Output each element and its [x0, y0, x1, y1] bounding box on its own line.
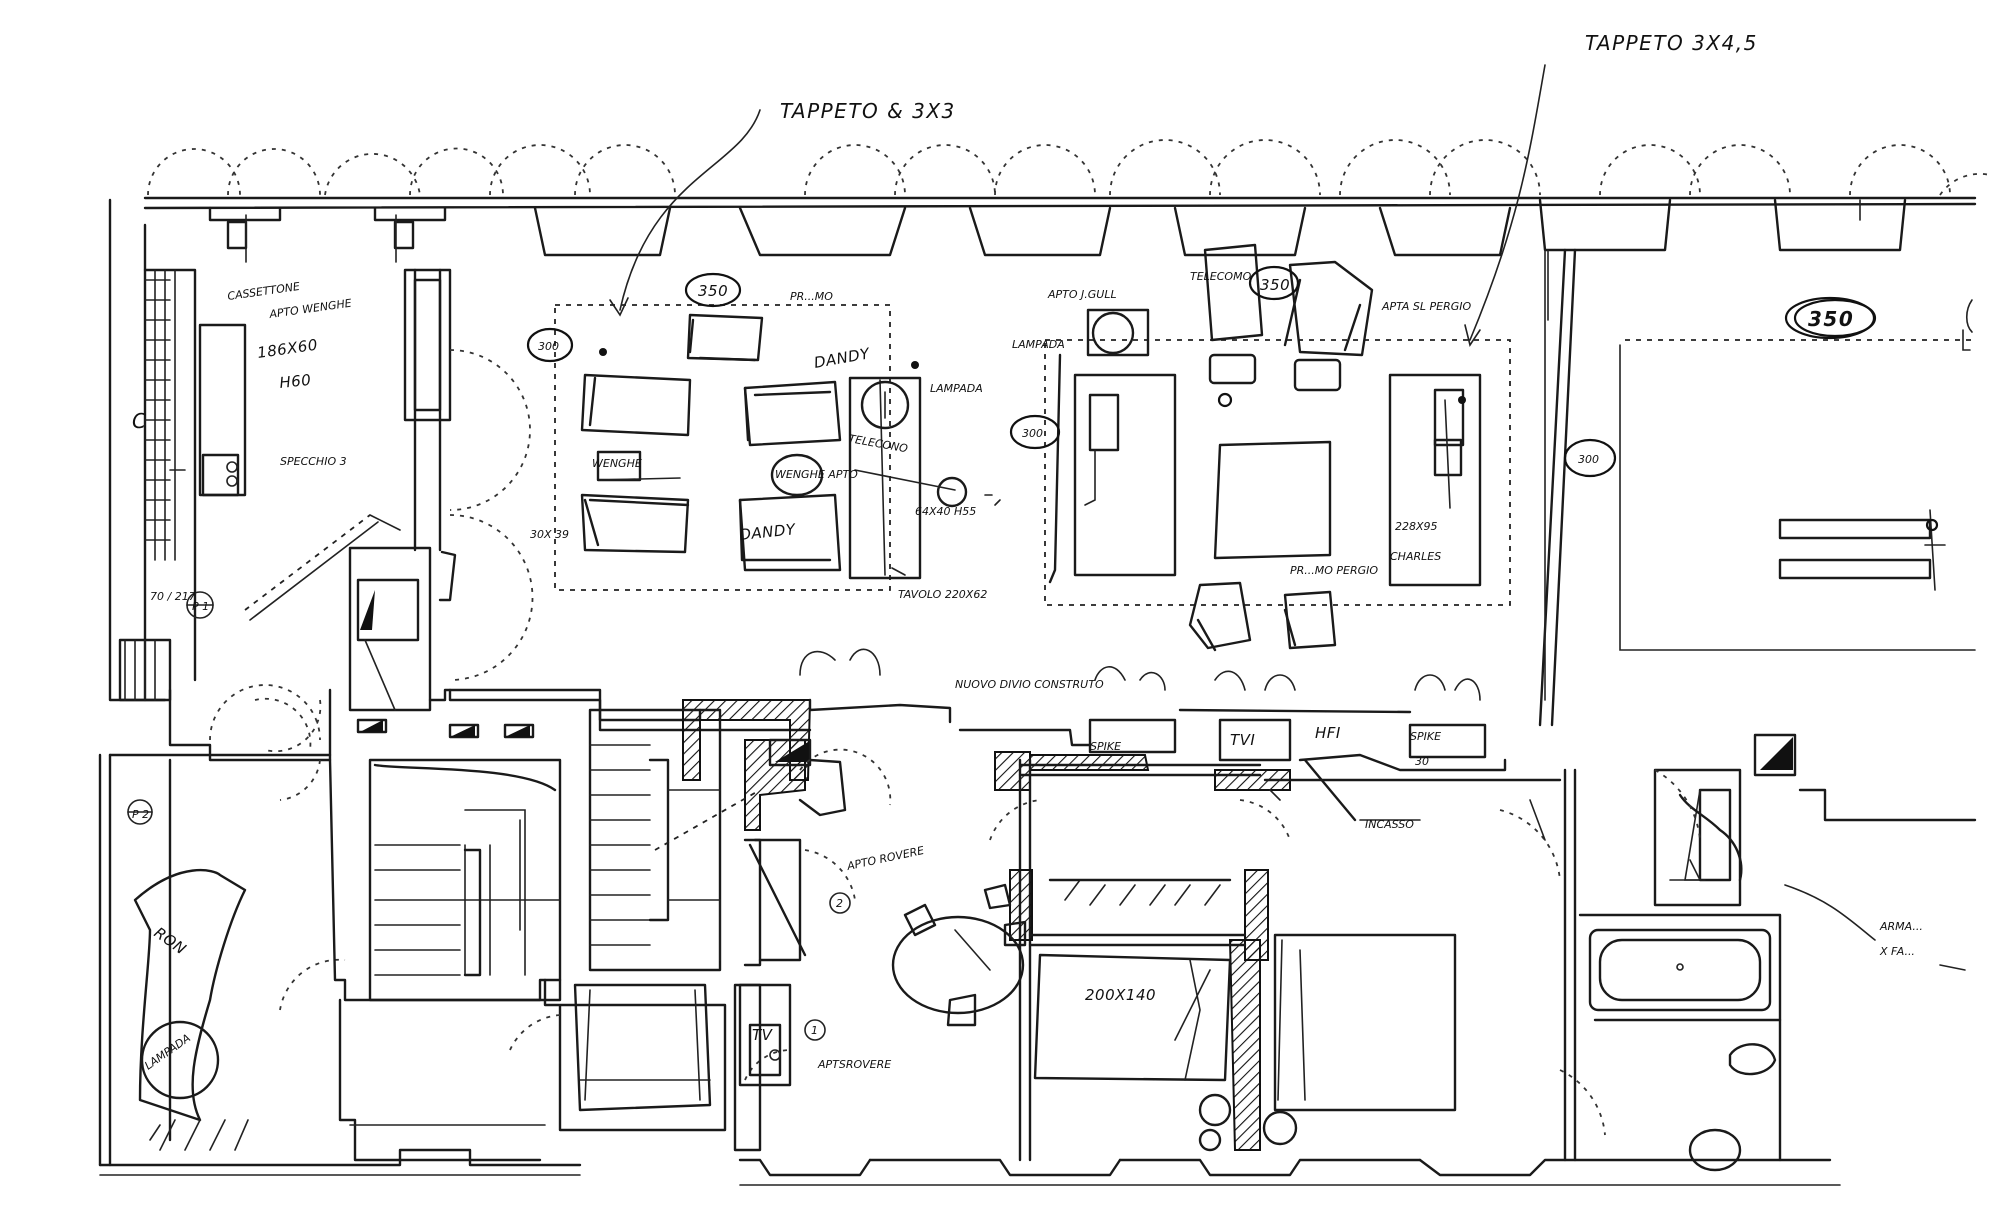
circle-1-label: 1 — [811, 1024, 818, 1037]
middle-band — [254, 648, 1507, 1002]
height-300-a: 300 — [538, 340, 559, 353]
dim-228x95: 228X95 — [1395, 520, 1438, 533]
dim-64x40: 64X40 H55 — [915, 505, 976, 518]
apta-sl-label: APTA SL PERGIO — [1381, 300, 1471, 313]
bedroom-area — [989, 758, 1562, 1162]
pr-pergio-label: PR...MO PERGIO — [1290, 564, 1378, 577]
living-right — [1044, 64, 1549, 652]
height-300-c: 300 — [1578, 453, 1599, 466]
bed-dim-label: 200X140 — [1085, 986, 1156, 1004]
aptsrovere-label: APTSROVERE — [817, 1058, 891, 1071]
specchio-label: SPECCHIO 3 — [280, 455, 347, 468]
rug-label-3x45: TAPPETO 3X4,5 — [1585, 31, 1758, 55]
apto-wenghe-label: APTO WENGHE — [268, 297, 353, 322]
facade-wall — [143, 196, 1977, 263]
structural-shaft — [348, 546, 457, 712]
incasso-label: INCASSO — [1365, 818, 1414, 831]
dandy-1-label: DANDY — [813, 344, 873, 372]
apto-rovere-label: APTO ROVERE — [845, 844, 925, 873]
tavolo-label: TAVOLO 220X62 — [898, 588, 987, 601]
charles-label: CHARLES — [1390, 550, 1441, 563]
lampada-2-label: LAMPADA — [1012, 338, 1065, 351]
spike-1-label: SPIKE — [1090, 740, 1121, 753]
cassettone-label: CASSETTONE — [227, 280, 301, 303]
h60-label: H60 — [279, 371, 313, 392]
height-350-b: 350 — [1260, 276, 1290, 294]
height-300-b: 300 — [1022, 427, 1043, 440]
circle-2-label: 2 — [836, 897, 843, 910]
lower-left — [98, 753, 792, 1167]
apto-jgull-label: APTO J.GULL — [1047, 288, 1117, 301]
height-350-c: 350 — [1808, 307, 1854, 331]
height-350-a: 350 — [698, 282, 728, 300]
telecono-label: TELECONO — [847, 432, 909, 455]
c-mark: C — [132, 409, 147, 433]
bathroom — [1559, 733, 1977, 1172]
pr-top-label: PR...MO — [790, 290, 833, 303]
nuovo-label: NUOVO DIVIO CONSTRUTO — [955, 678, 1104, 691]
wenghe-apto-label: WENGHE APTO — [775, 468, 858, 481]
dining-table — [891, 883, 1027, 1027]
dim-186x60: 186X60 — [256, 336, 319, 362]
armadio-label-2: X FA... — [1879, 945, 1915, 958]
dim-30-label: 30 — [1415, 755, 1429, 768]
lampada-1-label: LAMPADA — [930, 382, 983, 395]
labels: TAPPETO 3X4,5 TAPPETO & 3X3 350 350 350 … — [132, 31, 1923, 1072]
spike-2-label: SPIKE — [1410, 730, 1441, 743]
p2-mark: P 2 — [132, 808, 149, 821]
telecomo-label: TELECOMO — [1190, 270, 1252, 283]
rug-label-3x3: TAPPETO & 3X3 — [780, 99, 956, 123]
tvi-label: TVI — [1230, 731, 1255, 749]
wenghe-1-label: WENGHE — [592, 457, 642, 470]
armadio-label-1: ARMA... — [1879, 920, 1923, 933]
dandy-2-label: DANDY — [739, 520, 798, 544]
facade-door-swings — [147, 139, 1991, 196]
hfi-label: HFI — [1315, 724, 1341, 742]
tv-label: TV — [752, 1026, 774, 1044]
bottom-wall — [98, 1148, 1841, 1186]
dim-70-217: 70 / 217 — [150, 590, 196, 603]
p1-mark: P 1 — [192, 600, 209, 613]
living-left — [554, 109, 1001, 591]
height-markers — [526, 265, 1973, 478]
dim-30x39: 30X 39 — [530, 528, 569, 541]
right-room — [1538, 248, 1976, 727]
